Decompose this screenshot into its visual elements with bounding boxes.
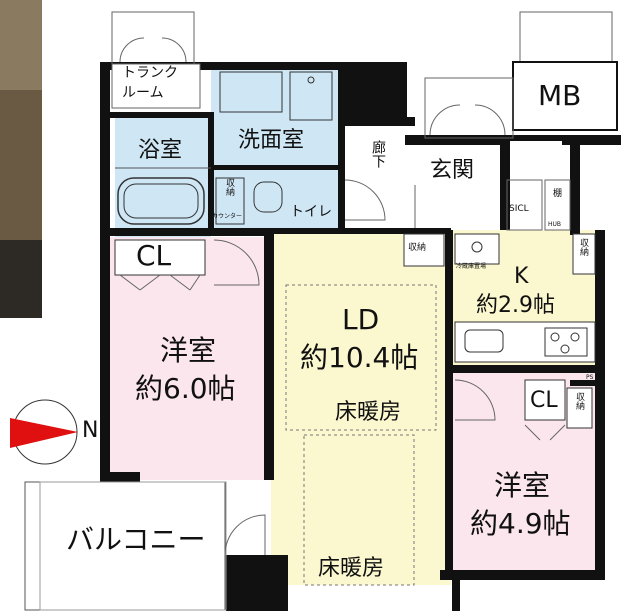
washroom-area — [211, 68, 341, 233]
kitchen-name: K — [514, 264, 529, 289]
compass-arrow — [10, 418, 78, 448]
fridge-space-label: 冷蔵庫置場 — [456, 263, 487, 270]
washroom-label: 洗面室 — [238, 128, 305, 153]
compass-north-label: N — [82, 418, 99, 443]
ld-floor-heating: 床暖房 — [335, 400, 402, 425]
trunk-room-label-2: ルーム — [122, 85, 164, 101]
cl-label-2: CL — [530, 388, 558, 413]
floor-heating-2-label: 床暖房 — [318, 556, 385, 581]
storage-label-4: 収納 — [574, 392, 584, 410]
storage-label-1: 収納 — [224, 178, 234, 196]
mb-label: MB — [538, 79, 582, 112]
shelf-label: 棚 — [551, 188, 561, 197]
ld-name: LD — [342, 303, 380, 336]
hub-label: HUB — [548, 221, 562, 228]
balcony-label: バルコニー — [66, 523, 206, 556]
storage-label-3: 収納 — [578, 238, 588, 256]
ps-label: PS — [586, 374, 594, 381]
western-room-2-size: 約4.9帖 — [470, 507, 571, 540]
storage-label-2: 収納 — [408, 243, 427, 253]
kitchen-size: 約2.9帖 — [476, 293, 555, 318]
sicl-label: SICL — [509, 204, 529, 214]
toilet-label: トイレ — [290, 204, 332, 220]
counter-label: カウンター — [212, 213, 243, 220]
bathroom-label: 浴室 — [138, 138, 183, 163]
cl-label-1: CL — [136, 239, 172, 272]
bathtub — [117, 177, 205, 225]
western-room-1-area — [108, 237, 271, 480]
trunk-room-label-1: トランク — [122, 65, 178, 81]
western-room-1-name: 洋室 — [160, 334, 217, 367]
walls — [100, 62, 621, 611]
western-room-1-size: 約6.0帖 — [135, 372, 236, 405]
toilet-fixture — [253, 181, 283, 213]
corridor-label: 廊下 — [370, 140, 386, 168]
western-room-2-name: 洋室 — [494, 469, 551, 502]
entrance-label: 玄関 — [430, 158, 475, 183]
ld-size: 約10.4帖 — [300, 341, 419, 374]
mb-box — [512, 61, 618, 131]
ld-area — [271, 230, 451, 585]
